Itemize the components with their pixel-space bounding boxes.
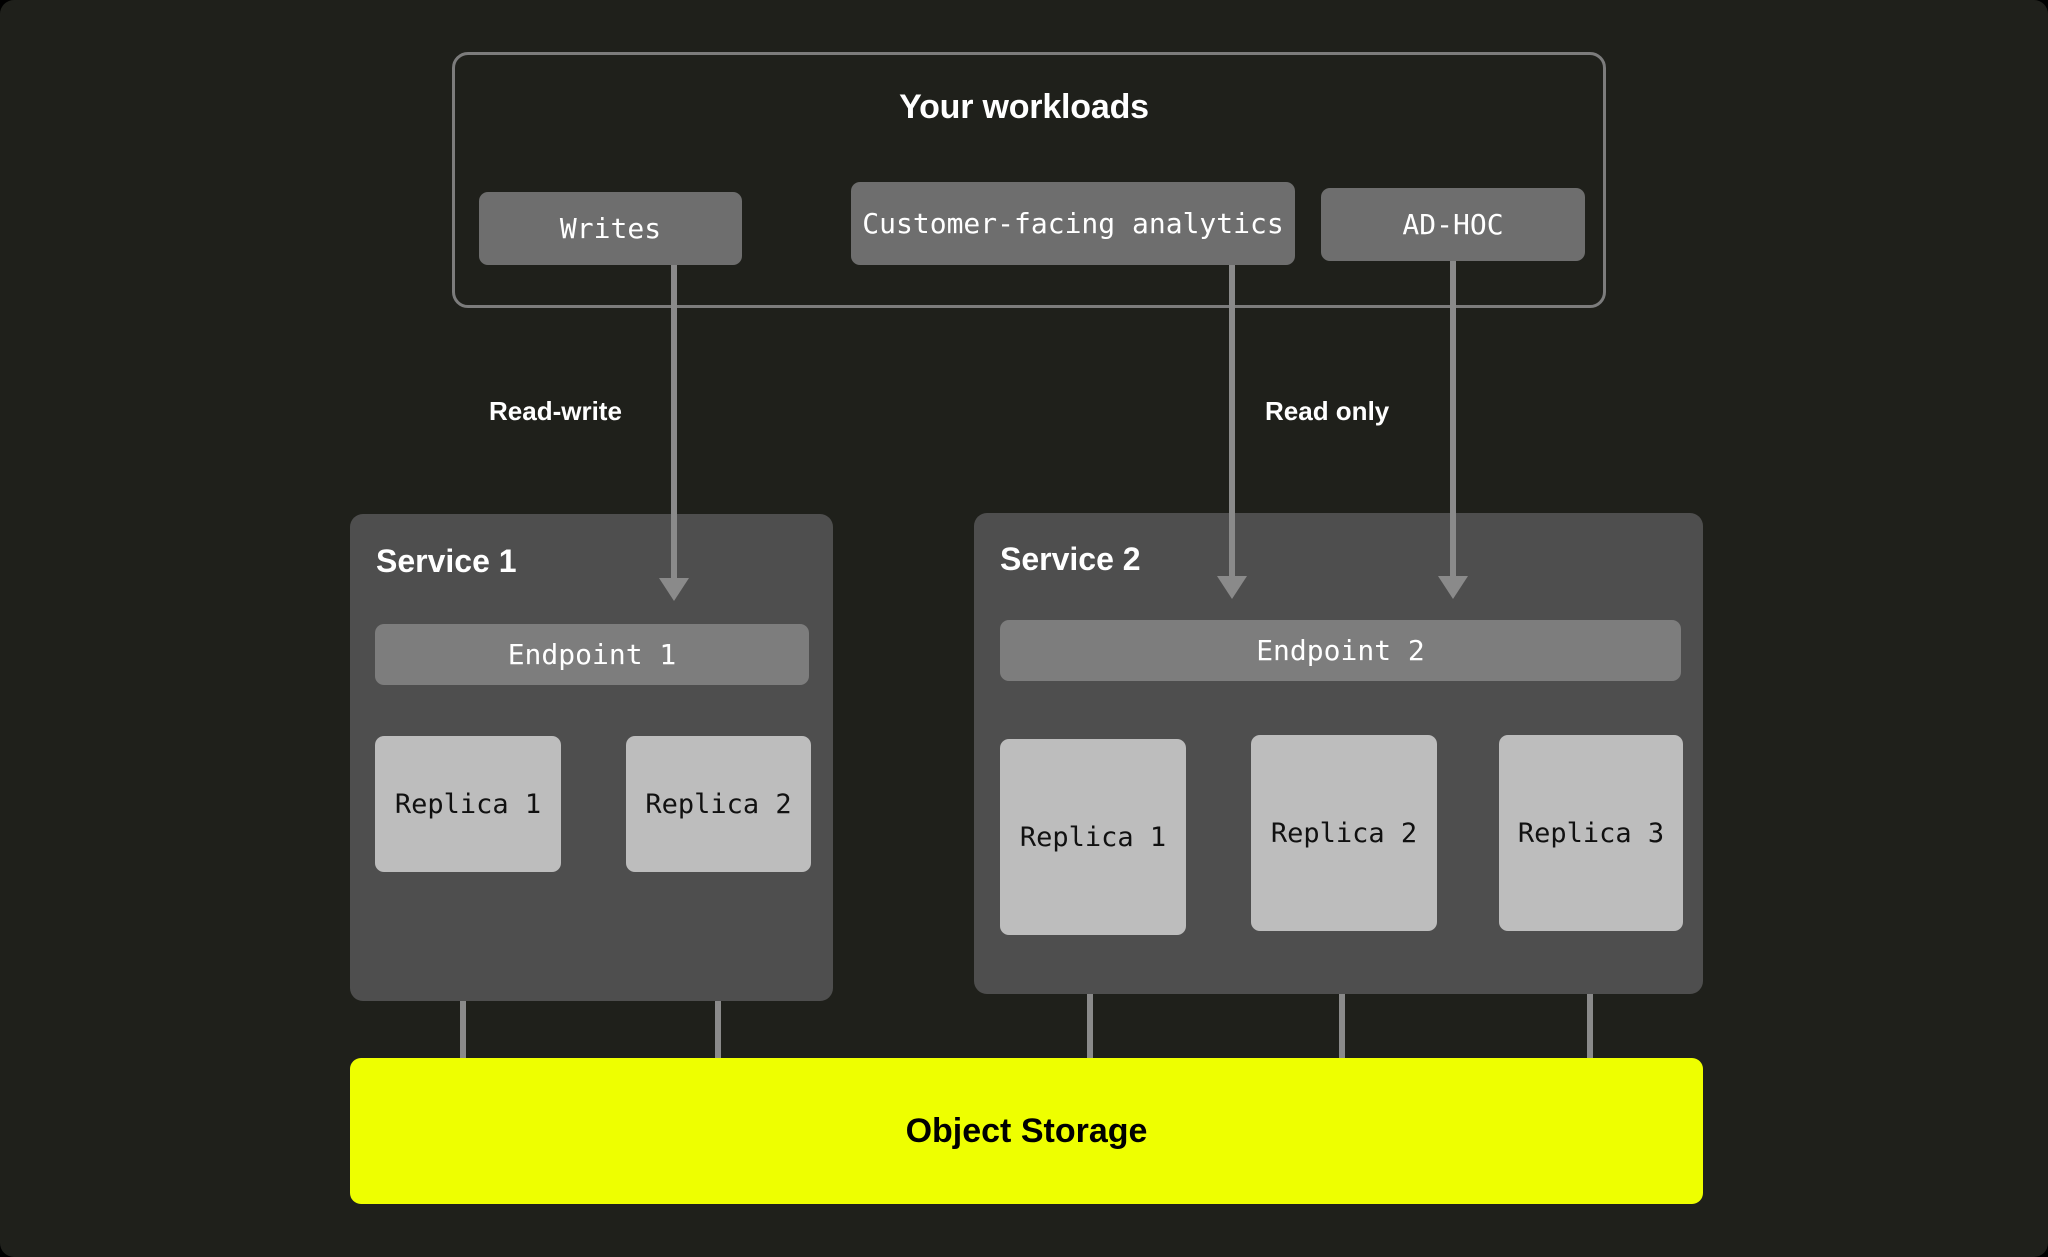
object-storage-bar[interactable]: Object Storage <box>350 1058 1703 1204</box>
service-2-title: Service 2 <box>1000 541 1141 577</box>
service-2-replica-1[interactable]: Replica 1 <box>1000 739 1186 935</box>
workloads-frame <box>452 52 1606 308</box>
service-2-replica-2[interactable]: Replica 2 <box>1251 735 1437 931</box>
service-1-endpoint[interactable]: Endpoint 1 <box>375 624 809 685</box>
workload-pill-customer-facing-analytics[interactable]: Customer-facing analytics <box>851 182 1295 265</box>
service-2-endpoint[interactable]: Endpoint 2 <box>1000 620 1681 681</box>
service-1-replica-2[interactable]: Replica 2 <box>626 736 811 872</box>
service-2-replica-3[interactable]: Replica 3 <box>1499 735 1683 931</box>
edge-label-read-only: Read only <box>1265 396 1390 426</box>
workloads-title: Your workloads <box>899 88 1149 126</box>
service-1-replica-1[interactable]: Replica 1 <box>375 736 561 872</box>
workload-pill-ad-hoc[interactable]: AD-HOC <box>1321 188 1585 261</box>
service-1-title: Service 1 <box>376 543 517 579</box>
workload-pill-writes[interactable]: Writes <box>479 192 742 265</box>
edge-label-read-write: Read-write <box>489 396 622 426</box>
